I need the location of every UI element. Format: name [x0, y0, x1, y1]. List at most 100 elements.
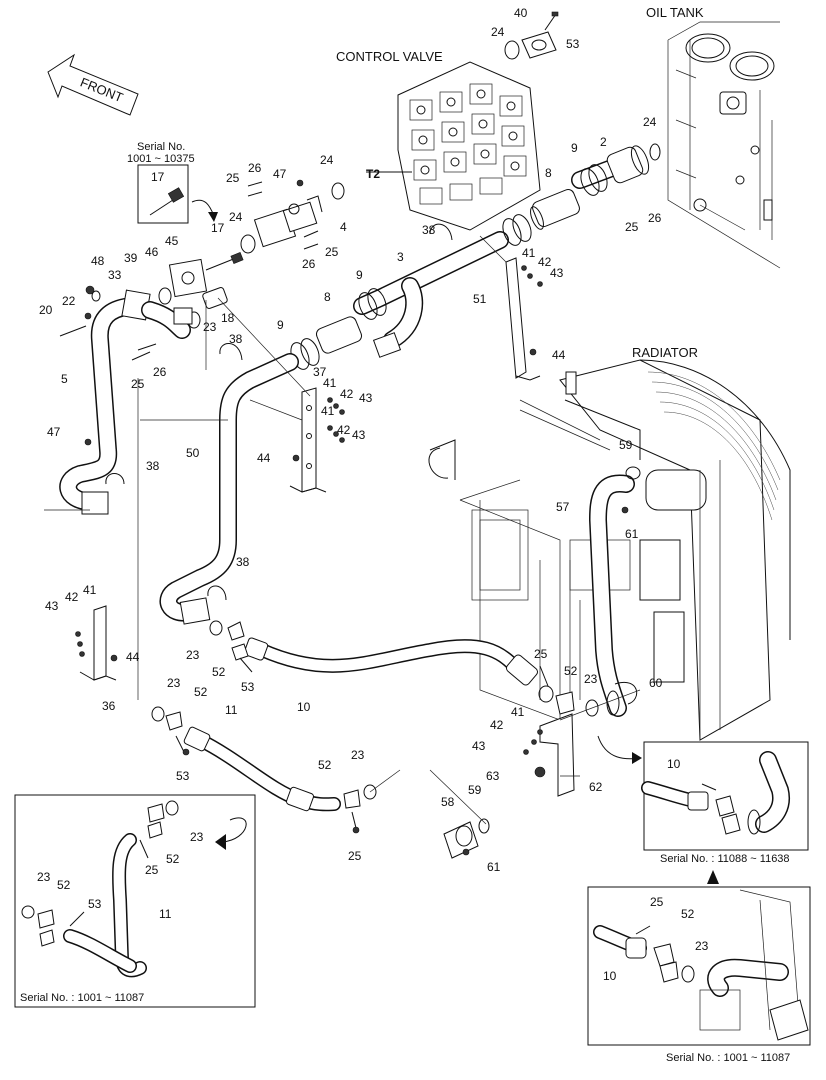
callout: 5 [61, 372, 68, 386]
callout: 23 [37, 870, 51, 884]
pipe-5 [59, 289, 191, 515]
callout: 10 [603, 969, 617, 983]
callout: 23 [190, 830, 204, 844]
callout: 17 [151, 170, 165, 184]
callout: 43 [45, 599, 59, 613]
callout: 40 [514, 6, 528, 20]
callout: 38 [236, 555, 250, 569]
callout: 25 [145, 863, 159, 877]
inset-right-top: Serial No. : 11088 ~ 11638 [597, 735, 809, 884]
callout: 26 [302, 257, 316, 271]
callout: 9 [571, 141, 578, 155]
callout: 53 [176, 769, 190, 783]
adapter-2 [606, 143, 661, 184]
flange-40 [504, 11, 559, 60]
oil-tank-heading: OIL TANK [646, 5, 704, 20]
pipe-50 [159, 353, 299, 625]
callout: 58 [441, 795, 455, 809]
callout: 57 [556, 500, 570, 514]
callout: 53 [566, 37, 580, 51]
callout: 52 [194, 685, 208, 699]
callout: 53 [88, 897, 102, 911]
callout: 25 [534, 647, 548, 661]
callout: 53 [241, 680, 255, 694]
callout: 41 [321, 404, 335, 418]
inset-right-top-serial: Serial No. : 11088 ~ 11638 [660, 853, 790, 865]
callout: 17 [211, 221, 225, 235]
serial-note-top-left-1: Serial No. [137, 141, 185, 153]
callout: 37 [313, 365, 327, 379]
callout: 20 [39, 303, 53, 317]
fitting-components [59, 179, 641, 859]
callout: 52 [212, 665, 226, 679]
callout: 60 [649, 676, 663, 690]
control-valve-illustration [366, 61, 541, 231]
callout: 42 [65, 590, 79, 604]
inset-left-serial: Serial No. : 1001 ~ 11087 [20, 992, 144, 1004]
callout: 26 [648, 211, 662, 225]
callout: 42 [490, 718, 504, 732]
hose-10 [243, 637, 539, 686]
callout: 47 [47, 425, 61, 439]
t2-port-label: T2 [366, 167, 380, 181]
callout: 23 [186, 648, 200, 662]
inset-left: Serial No. : 1001 ~ 11087 [14, 794, 256, 1008]
callout: 61 [487, 860, 501, 874]
callout: 8 [324, 290, 331, 304]
callout-numbers: 40 24 53 24 2 9 25 26 8 24 47 26 25 17 2… [37, 6, 709, 983]
callout: 23 [167, 676, 181, 690]
callout: 23 [203, 320, 217, 334]
callout: 43 [352, 428, 366, 442]
callout: 24 [229, 210, 243, 224]
oil-tank-illustration [667, 21, 781, 269]
hose-60-loop [606, 681, 638, 716]
callout: 41 [83, 583, 97, 597]
radiator-illustration [559, 359, 791, 741]
serial-inset-17: Serial No. 1001 ~ 10375 [127, 141, 218, 224]
callout: 41 [323, 376, 337, 390]
callout: 24 [643, 115, 657, 129]
callout: 8 [545, 166, 552, 180]
callout: 50 [186, 446, 200, 460]
callout: 59 [468, 783, 482, 797]
callout: 22 [62, 294, 76, 308]
callout: 4 [340, 220, 347, 234]
inset-right-bottom-serial: Serial No. : 1001 ~ 11087 [666, 1052, 790, 1064]
return-pipe-3 [353, 159, 621, 358]
callout: 10 [667, 757, 681, 771]
hose-8-upper [530, 189, 580, 230]
callout: 43 [472, 739, 486, 753]
callout: 62 [589, 780, 603, 794]
pipe-57 [589, 474, 635, 717]
callout: 23 [351, 748, 365, 762]
callout: 41 [522, 246, 536, 260]
callout: 52 [681, 907, 695, 921]
callout: 24 [491, 25, 505, 39]
callout: 44 [257, 451, 271, 465]
callout: 26 [153, 365, 167, 379]
callout: 36 [102, 699, 116, 713]
callout: 11 [159, 907, 172, 921]
callout: 47 [273, 167, 287, 181]
callout: 23 [584, 672, 598, 686]
callout: 25 [226, 171, 240, 185]
callout: 38 [229, 332, 243, 346]
inset-right-bottom: Serial No. : 1001 ~ 11087 [587, 886, 811, 1064]
callout: 52 [57, 878, 71, 892]
callout: 26 [248, 161, 262, 175]
callout: 61 [625, 527, 639, 541]
callout: 45 [165, 234, 179, 248]
callout: 2 [600, 135, 607, 149]
callout: 33 [108, 268, 122, 282]
callout: 51 [473, 292, 487, 306]
callout: 42 [538, 255, 552, 269]
callout: 52 [564, 664, 578, 678]
callout: 9 [277, 318, 284, 332]
callout: 44 [552, 348, 566, 362]
callout: 25 [650, 895, 664, 909]
callout: 41 [511, 705, 525, 719]
callout: 11 [225, 703, 238, 717]
callout: 3 [397, 250, 404, 264]
callout: 18 [221, 311, 235, 325]
callout: 39 [124, 251, 138, 265]
